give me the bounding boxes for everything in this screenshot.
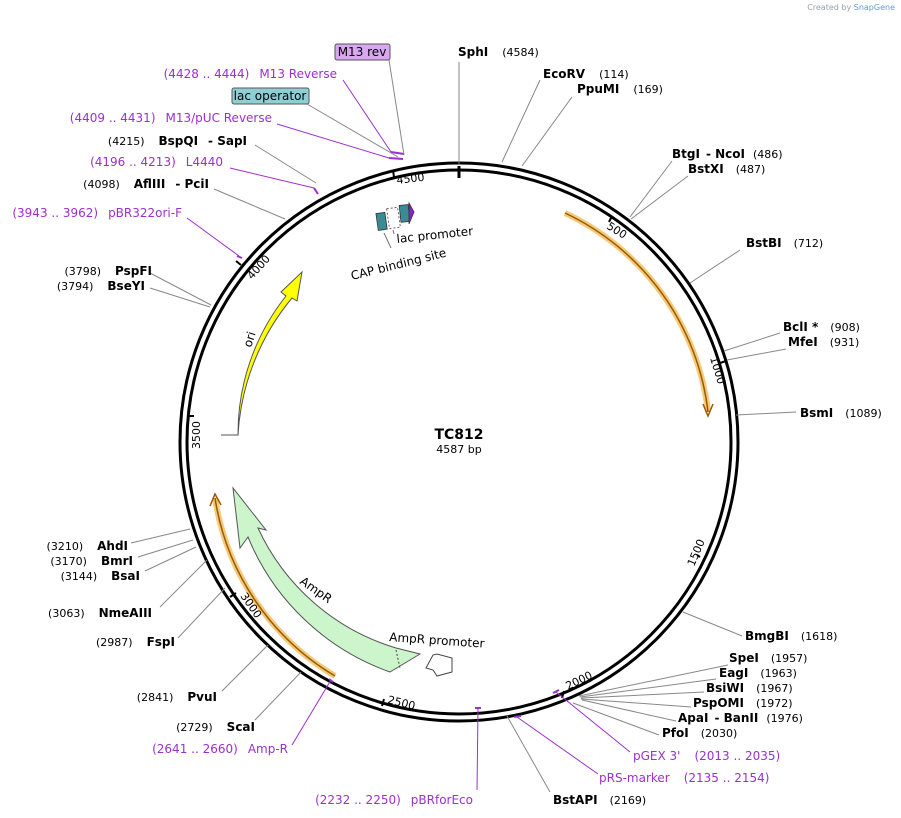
enzyme-spei: SpeI(1957) — [729, 651, 807, 665]
enzyme-bmgbi: BmgBI(1618) — [745, 629, 837, 643]
primer-m13-puc-reverse: (4409 .. 4431)M13/pUC Reverse — [70, 111, 272, 125]
ampr-promoter-arrow — [425, 653, 453, 677]
enzyme-pspomi: PspOMI(1972) — [693, 696, 793, 710]
tick-4500: 4500 — [396, 171, 425, 187]
enzyme-nmeaiii: (3063)NmeAIII — [48, 606, 152, 620]
enzyme-pfoi: PfoI(2030) — [662, 726, 737, 740]
enzyme-scai: (2729)ScaI — [176, 720, 255, 734]
enzyme-eagi: EagI(1963) — [719, 666, 797, 680]
lac-operator-box — [231, 87, 310, 105]
primer-leaders — [186, 79, 631, 791]
ori-feature — [221, 270, 303, 436]
cap-site-label: CAP binding site — [349, 246, 447, 283]
enzyme-bseyi: (3794)BseYI — [57, 279, 145, 293]
lac-promoter-leader — [392, 229, 395, 235]
tick-marks — [188, 169, 727, 707]
m13-rev-box — [334, 43, 391, 61]
enzyme-bsmi: BsmI(1089) — [800, 406, 882, 420]
enzyme-ahdi: (3210)AhdI — [47, 539, 128, 553]
enzyme-bcli: BclI *(908) — [783, 320, 860, 334]
enzyme-afliii-pcii: (4098)AflIII- PciI — [83, 177, 209, 191]
cap-site-leader — [383, 232, 392, 249]
orf-right — [563, 210, 714, 418]
enzyme-apai-banii: ApaI- BanII(1976) — [678, 711, 803, 725]
tick-2500: 2500 — [386, 693, 416, 712]
credit-prefix: Created by — [807, 3, 852, 12]
lac-operator-box-label: lac operator — [234, 89, 307, 103]
cap-site-feature — [375, 211, 388, 231]
primer-pbr322ori-f: (3943 .. 3962)pBR322ori-F — [12, 206, 182, 220]
plasmid-name: TC812 — [434, 427, 483, 443]
enzyme-fspi: (2987)FspI — [96, 635, 175, 649]
enzyme-ppumi: PpuMI(169) — [577, 82, 663, 96]
lac-operator-feature — [398, 204, 411, 223]
primer-l4440: (4196 .. 4213)L4440 — [90, 155, 223, 169]
primer-pbrforeco: (2232 .. 2250)pBRforEco — [315, 793, 473, 807]
tick-3500: 3500 — [190, 421, 203, 449]
enzyme-bmri: (3170)BmrI — [50, 554, 133, 568]
orf-left — [209, 492, 337, 679]
enzyme-sphi: SphI(4584) — [458, 45, 539, 59]
ampr-feature — [232, 486, 422, 673]
snapgene-brand: SnapGene — [853, 3, 895, 12]
enzyme-bsai: (3144)BsaI — [61, 569, 140, 583]
lac-promoter-label: lac promoter — [396, 224, 474, 246]
enzyme-bstbi: BstBI(712) — [746, 236, 823, 250]
m13-rev-box-label: M13 rev — [338, 45, 387, 59]
enzyme-btgi-ncoi: BtgI- NcoI(486) — [672, 147, 783, 161]
primer-pgex-3: pGEX 3'(2013 .. 2035) — [633, 749, 780, 763]
m13-rev-feature — [408, 201, 415, 225]
enzyme-leaders — [130, 62, 797, 793]
snapgene-credit: Created by SnapGene — [807, 3, 895, 12]
lac-promoter-feature — [386, 206, 401, 230]
primer-prs-marker: pRS-marker(2135 .. 2154) — [599, 771, 769, 785]
enzyme-mfei: MfeI(931) — [788, 335, 859, 349]
enzyme-pspfi: (3798)PspFI — [64, 264, 152, 278]
enzyme-bspqi-sapi: (4215)BspQI- SapI — [108, 134, 247, 148]
enzyme-ecorv: EcoRV(114) — [543, 67, 629, 81]
primer-amp-r: (2641 .. 2660)Amp-R — [152, 742, 288, 756]
ori-label: ori — [241, 330, 259, 349]
feature-leaders — [306, 59, 405, 158]
plasmid-length: 4587 bp — [436, 443, 481, 456]
enzyme-pvui: (2841)PvuI — [137, 690, 217, 704]
ampr-promoter-label: AmpR promoter — [389, 630, 485, 651]
tick-1500: 1500 — [685, 537, 708, 568]
enzyme-bstxi: BstXI(487) — [688, 162, 765, 176]
enzyme-bstapi: BstAPI(2169) — [553, 793, 646, 807]
primer-m13-reverse: (4428 .. 4444)M13 Reverse — [164, 67, 337, 81]
ampr-promoter-split — [395, 649, 401, 669]
enzyme-bsiwi: BsiWI(1967) — [706, 681, 793, 695]
